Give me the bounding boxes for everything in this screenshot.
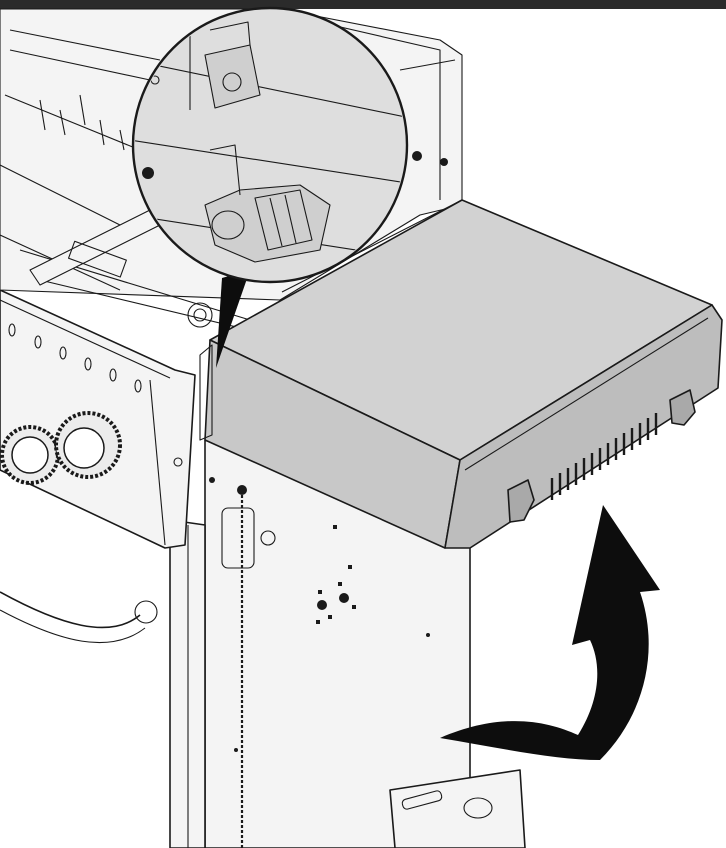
side-panel-slot [221, 507, 255, 569]
burner-knob-1 [0, 425, 60, 485]
top-edge-bar [0, 0, 726, 9]
panel-vent-slots [8, 323, 142, 393]
shelf-hinge-clip-right [669, 389, 696, 426]
shelf-vent-slots [550, 413, 658, 500]
shelf-hinge-clip-left [507, 479, 535, 523]
burner-knob-2 [54, 411, 122, 479]
loupe-pointer [216, 270, 250, 368]
curved-arrow-up-icon [440, 505, 660, 760]
grill-cart [169, 439, 526, 848]
loupe-lower-hinge [204, 144, 331, 263]
loupe-upper-bracket [204, 21, 261, 109]
cart-screw-holes [234, 525, 430, 752]
side-shelf [199, 199, 723, 549]
loupe-circle [131, 6, 409, 284]
door-handle [0, 591, 141, 629]
control-panel [0, 289, 215, 549]
detail-loupe [131, 6, 409, 368]
cart-bottom-bracket [389, 769, 526, 848]
